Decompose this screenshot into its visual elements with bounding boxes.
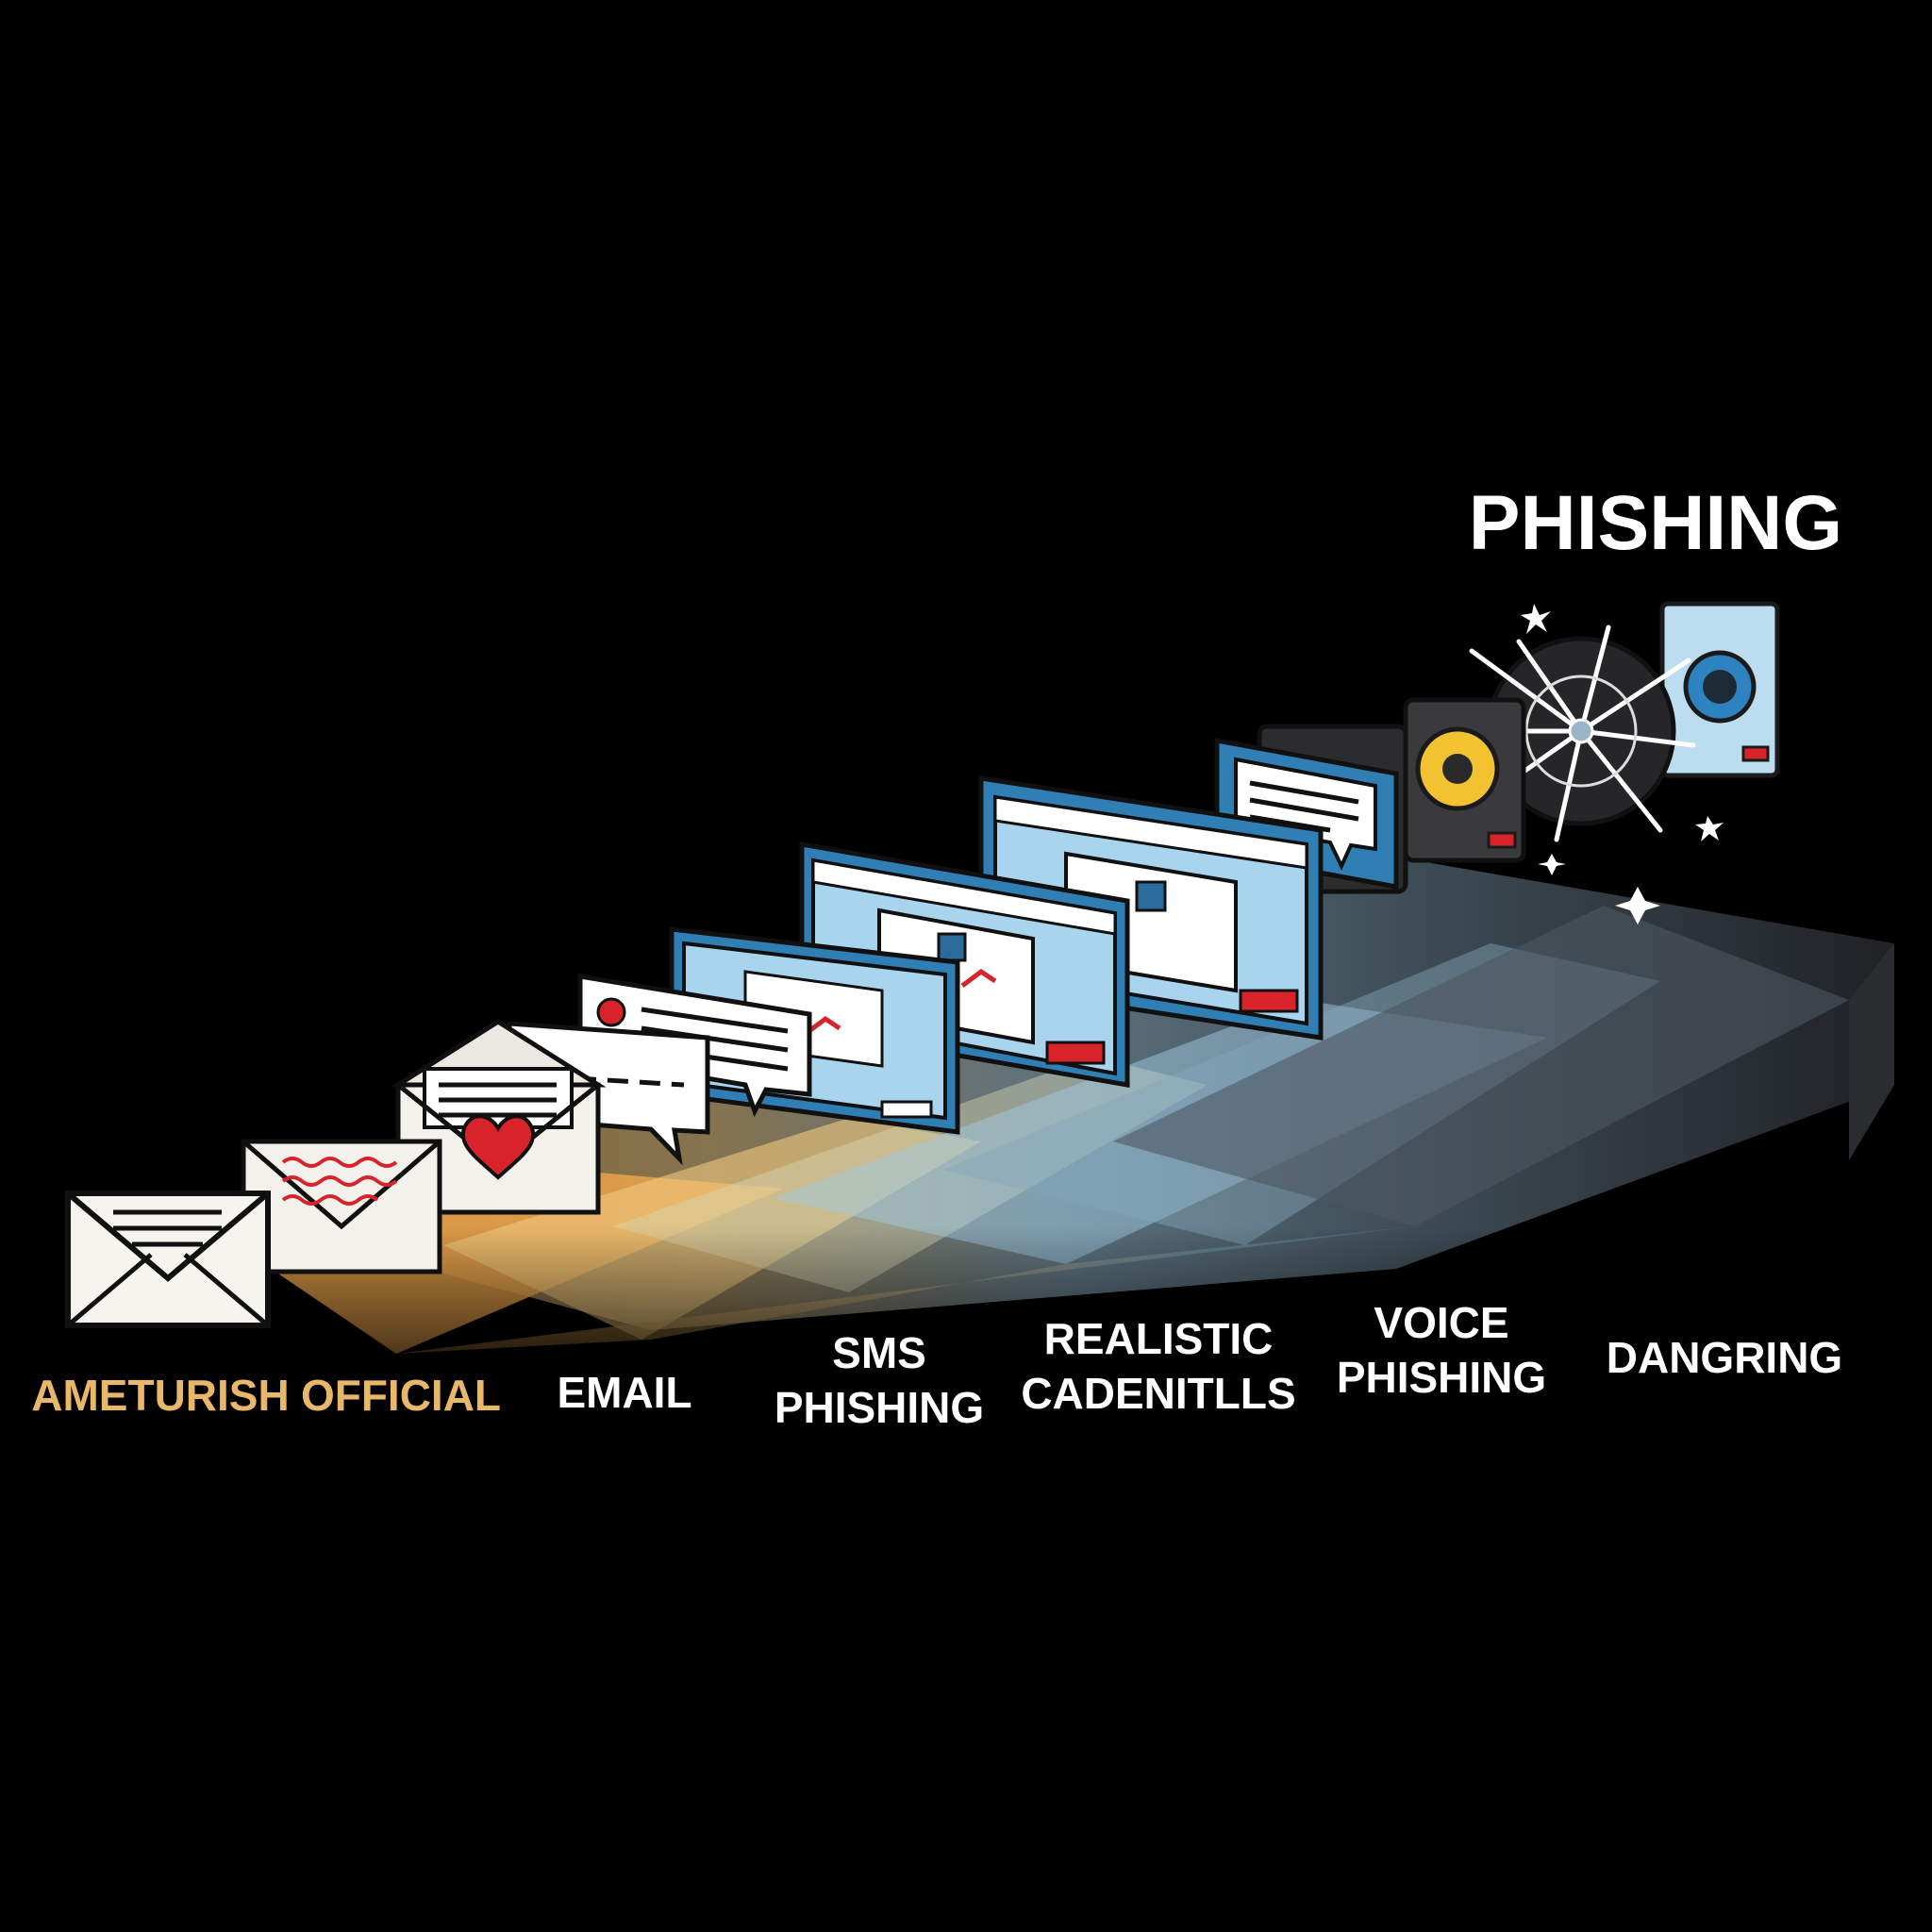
stage-label-line: EMAIL bbox=[557, 1368, 691, 1417]
stair-platform bbox=[0, 854, 1932, 1387]
stage-label: REALISTIC CADENITLLS bbox=[1021, 1314, 1295, 1418]
stage-label: VOICE PHISHING bbox=[1337, 1298, 1546, 1402]
stage-label-line: CADENITLLS bbox=[1021, 1369, 1295, 1418]
stage-label: AMETURISH bbox=[31, 1371, 289, 1420]
wavy-lines-envelope-icon bbox=[241, 1139, 442, 1274]
stage-label: EMAIL bbox=[557, 1368, 691, 1417]
stage-label-line: PHISHING bbox=[1337, 1353, 1546, 1402]
stage-label: SMS PHISHING bbox=[774, 1328, 984, 1432]
stage-label: OFFICIAL bbox=[301, 1371, 501, 1420]
heart-envelope-icon bbox=[390, 1019, 710, 1215]
stage-label-line: OFFICIAL bbox=[301, 1371, 501, 1420]
stage-label-line: DANGRING bbox=[1607, 1333, 1842, 1382]
stage-label-line: SMS bbox=[832, 1328, 926, 1377]
stage-label-line: REALISTIC bbox=[1044, 1314, 1274, 1363]
stage-label: DANGRING bbox=[1607, 1333, 1842, 1382]
platform-right-end bbox=[1849, 943, 1894, 1160]
platform-step-6 bbox=[1113, 906, 1849, 1226]
diagram-title: PHISHING bbox=[1469, 480, 1842, 566]
plain-envelope-icon bbox=[65, 1191, 271, 1328]
stage-label-line: AMETURISH bbox=[31, 1371, 289, 1420]
stage-label-line: VOICE bbox=[1374, 1298, 1508, 1347]
stage-labels: AMETURISH OFFICIAL EMAIL SMS PHISHING REA… bbox=[31, 1298, 1842, 1432]
stage-label-line: PHISHING bbox=[774, 1383, 984, 1432]
shattered-target-icon bbox=[1457, 601, 1780, 924]
